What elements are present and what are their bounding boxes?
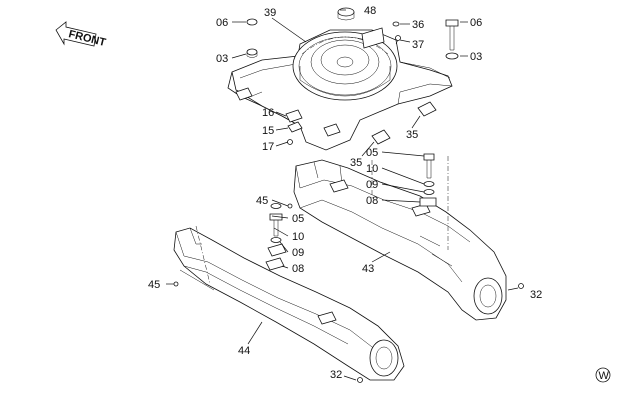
pin-45-upper — [287, 203, 293, 209]
callout-09-lower: 09 — [292, 247, 304, 259]
pin-45-lower — [173, 281, 179, 287]
track-frame-43 — [293, 156, 507, 321]
fastener-stack-right — [419, 153, 437, 207]
callout-09-upper: 09 — [366, 179, 378, 191]
callout-37: 37 — [412, 39, 424, 51]
w-mark-letter: W — [599, 370, 610, 382]
callout-06-right: 06 — [470, 17, 482, 29]
callout-05-lower: 05 — [292, 213, 304, 225]
front-arrow: FRONT — [55, 21, 107, 49]
callout-32-lower: 32 — [330, 369, 342, 381]
callout-08-lower: 08 — [292, 263, 304, 275]
callout-45-upper: 45 — [256, 195, 268, 207]
callout-36: 36 — [412, 19, 424, 31]
callout-45-lower: 45 — [148, 279, 160, 291]
callout-15: 15 — [262, 125, 274, 137]
callout-44: 44 — [238, 345, 250, 357]
callout-03-left: 03 — [216, 53, 228, 65]
leader-lines — [166, 9, 519, 381]
callout-35-right: 35 — [406, 129, 418, 141]
callout-06-left: 06 — [216, 17, 228, 29]
callout-17: 17 — [262, 141, 274, 153]
callout-43: 43 — [362, 263, 374, 275]
front-arrow-label: FRONT — [67, 28, 107, 49]
callout-16: 16 — [262, 107, 274, 119]
track-frame-44 — [173, 225, 405, 381]
callout-03-right: 03 — [470, 51, 482, 63]
fastener-stack-left — [269, 203, 283, 243]
w-mark: W — [595, 367, 611, 383]
callout-labels: 06 39 48 36 06 37 03 03 16 15 17 35 35 0… — [148, 5, 542, 381]
pin-32-lower — [357, 377, 363, 383]
callout-32-right: 32 — [530, 289, 542, 301]
callout-48: 48 — [364, 5, 376, 17]
callout-10-upper: 10 — [366, 163, 378, 175]
callout-08-upper: 08 — [366, 195, 378, 207]
callout-05-upper: 05 — [366, 147, 378, 159]
callout-35-left: 35 — [350, 157, 362, 169]
callout-39: 39 — [264, 7, 276, 19]
callout-10-lower: 10 — [292, 231, 304, 243]
pin-32-right — [518, 283, 524, 289]
